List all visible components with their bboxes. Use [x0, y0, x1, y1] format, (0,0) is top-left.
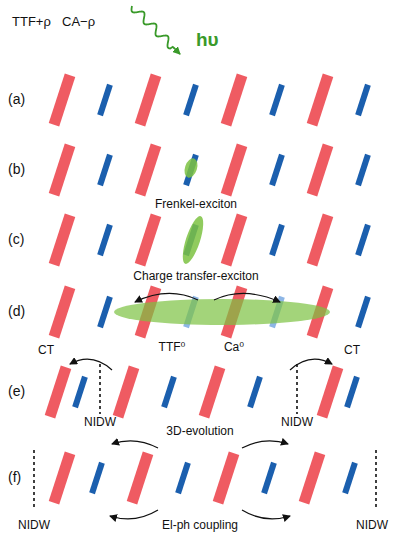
ca-molecule [269, 224, 285, 256]
neutral-species-label: Ca⁰ [224, 341, 244, 354]
ttf-molecule [307, 144, 334, 197]
domain-wall-line [33, 450, 35, 508]
evolution-arrow [112, 441, 158, 448]
domain-wall-line [375, 450, 377, 508]
ttf-molecule [199, 366, 226, 419]
ttf-molecule [307, 214, 334, 267]
ct-label: CT [344, 344, 360, 357]
ttf-molecule [213, 452, 240, 505]
ct-arrow [70, 359, 112, 370]
ca-molecule [175, 462, 191, 494]
photon-label: hυ [196, 30, 219, 51]
evolution-arrow [242, 441, 288, 448]
exciton-label: Charge transfer-exciton [133, 270, 258, 283]
spread-arrow [135, 293, 198, 302]
ca-molecule [355, 84, 371, 116]
ttf-molecule [49, 144, 76, 197]
photon-wave-arrow [132, 6, 180, 54]
exciton-layer [114, 157, 330, 325]
line-layer [34, 6, 376, 519]
panel-label: (e) [8, 384, 25, 399]
panel-label: (c) [8, 232, 24, 247]
process-label: El-ph coupling [162, 519, 238, 532]
ca-molecule [72, 376, 88, 408]
ttf-molecule [221, 74, 248, 127]
ttf-molecule [45, 366, 72, 419]
ca-molecule [97, 296, 113, 328]
species-label: CA−ρ [62, 15, 95, 29]
ca-molecule [342, 462, 358, 494]
ca-molecule [183, 154, 199, 186]
ttf-molecule [135, 144, 162, 197]
exciton-label: Frenkel-exciton [155, 198, 237, 211]
coupling-arrow [110, 510, 158, 519]
ttf-molecule [49, 214, 76, 267]
ttf-molecule [221, 214, 248, 267]
neutral-species-label: TTF⁰ [159, 341, 186, 354]
ca-molecule [161, 376, 177, 408]
panel-label: (f) [8, 470, 21, 485]
ttf-molecule [127, 452, 154, 505]
ca-molecule [261, 462, 277, 494]
molecule-layer [45, 74, 371, 505]
ca-molecule [269, 154, 285, 186]
ca-molecule [247, 376, 263, 408]
species-label: TTF+ρ [12, 15, 51, 29]
nidw-label: NIDW [18, 519, 50, 532]
ttf-molecule [135, 214, 162, 267]
ct-label: CT [38, 344, 54, 357]
process-label: 3D-evolution [166, 425, 233, 438]
ca-molecule [97, 224, 113, 256]
ttf-molecule [49, 74, 76, 127]
ttf-molecule [113, 366, 140, 419]
panel-label: (d) [8, 304, 25, 319]
ttf-molecule [49, 286, 76, 339]
ca-molecule [183, 84, 199, 116]
ca-molecule [355, 296, 371, 328]
ca-molecule [97, 84, 113, 116]
frenkel-exciton-blob [182, 157, 200, 180]
ca-molecule [355, 154, 371, 186]
panel-label: (a) [8, 92, 25, 107]
extended-exciton-blob [114, 299, 330, 325]
domain-wall-line [99, 364, 101, 414]
nidw-label: NIDW [281, 416, 313, 429]
nidw-label: NIDW [356, 519, 388, 532]
ca-molecule [89, 462, 105, 494]
ca-molecule [355, 224, 371, 256]
spread-arrow [214, 293, 280, 302]
domain-wall-line [296, 364, 298, 414]
ttf-molecule [317, 366, 344, 419]
ct-exciton-blob [179, 214, 208, 266]
ca-molecule [269, 84, 285, 116]
ttf-molecule [135, 74, 162, 127]
ttf-molecule [49, 452, 76, 505]
nidw-label: NIDW [84, 416, 116, 429]
ttf-molecule [299, 452, 326, 505]
ca-molecule [97, 154, 113, 186]
panel-label: (b) [8, 162, 25, 177]
ttf-molecule [221, 144, 248, 197]
ca-molecule [344, 376, 360, 408]
ttf-molecule [307, 74, 334, 127]
coupling-arrow [242, 510, 290, 519]
